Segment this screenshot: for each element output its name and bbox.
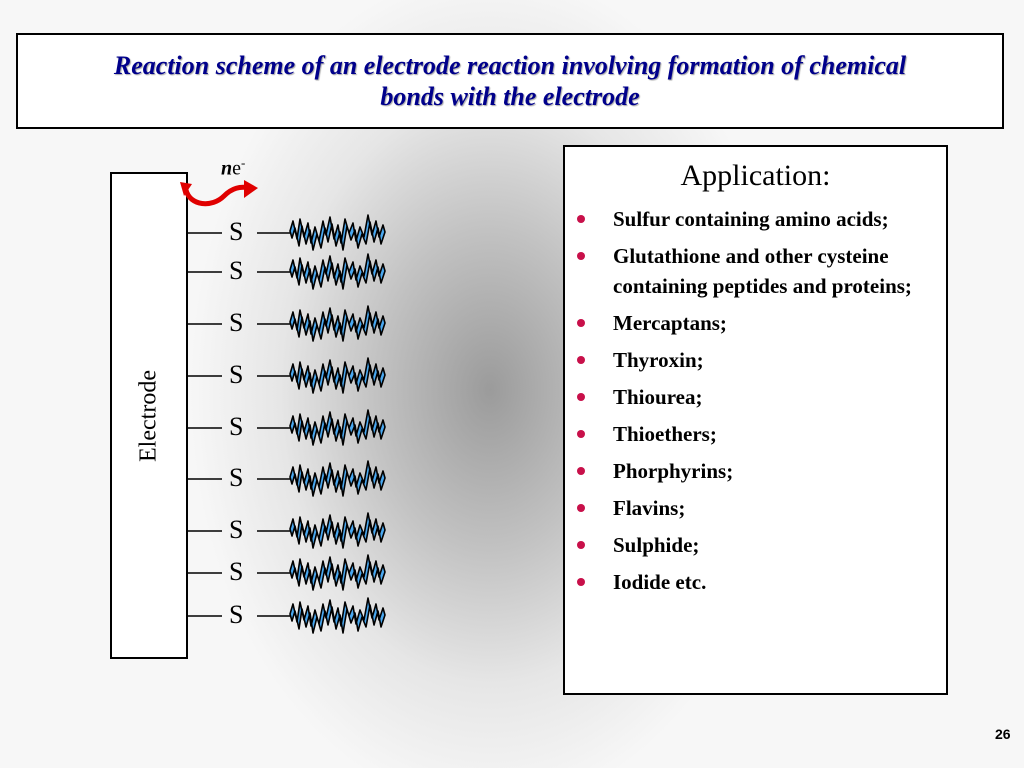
electron-count-symbol: n [221, 157, 233, 180]
application-item: Iodide etc. [565, 567, 946, 597]
application-item-text: Sulfur containing amino acids; [613, 207, 889, 231]
application-item: Thyroxin; [565, 345, 946, 375]
slide-title: Reaction scheme of an electrode reaction… [113, 51, 907, 111]
molecule-chain [289, 597, 386, 634]
application-item: Thiourea; [565, 382, 946, 412]
molecule-chain [289, 305, 386, 342]
sulfur-atom-label: S [229, 463, 244, 492]
title-box: Reaction scheme of an electrode reaction… [16, 33, 1004, 129]
page-number: 26 [995, 726, 1011, 742]
bullet-icon [577, 430, 585, 438]
application-box: Application: Sulfur containing amino aci… [563, 145, 948, 695]
molecule-chain [289, 460, 386, 497]
bullet-icon [577, 541, 585, 549]
molecule-chain [289, 409, 386, 446]
application-item-text: Thyroxin; [613, 348, 704, 372]
application-item: Flavins; [565, 493, 946, 523]
bullet-icon [577, 504, 585, 512]
sulfur-atom-label: S [229, 412, 244, 441]
application-item-text: Phorphyrins; [613, 459, 734, 483]
molecule-chain [289, 512, 386, 549]
bullet-icon [577, 319, 585, 327]
application-item-text: Thioethers; [613, 422, 717, 446]
application-item-text: Mercaptans; [613, 311, 727, 335]
application-list: Sulfur containing amino acids; Glutathion… [565, 204, 946, 604]
sulfur-atom-label: S [229, 217, 244, 246]
electron-transfer-arrow [183, 184, 253, 207]
bullet-icon [577, 356, 585, 364]
application-item: Phorphyrins; [565, 456, 946, 486]
molecule-chain [289, 357, 386, 394]
bullet-icon [577, 215, 585, 223]
molecule-chain [289, 253, 386, 290]
electron-transfer-arrow-tail [180, 182, 192, 196]
sulfur-atom-label: S [229, 256, 244, 285]
molecule-chain [289, 214, 386, 251]
application-item-text: Thiourea; [613, 385, 703, 409]
application-item-text: Flavins; [613, 496, 686, 520]
sulfur-atom-label: S [229, 515, 244, 544]
application-item: Sulfur containing amino acids; [565, 204, 946, 234]
application-title: Application: [680, 159, 831, 192]
bullet-icon [577, 393, 585, 401]
electron-charge: - [241, 155, 246, 170]
application-item: Mercaptans; [565, 308, 946, 338]
electron-transfer-arrowhead [244, 180, 258, 198]
molecule-chain [289, 554, 386, 591]
application-item: Glutathione and other cysteine containin… [565, 241, 946, 301]
sulfur-atom-label: S [229, 600, 244, 629]
application-item-text: Iodide etc. [613, 570, 707, 594]
bond-rows [188, 214, 386, 634]
application-item: Thioethers; [565, 419, 946, 449]
application-item: Sulphide; [565, 530, 946, 560]
sulfur-atom-label: S [229, 557, 244, 586]
sulfur-atom-label: S [229, 308, 244, 337]
electron-symbol: e [232, 157, 242, 180]
electrode: Electrode [110, 172, 188, 659]
bullet-icon [577, 252, 585, 260]
electron-label: ne- [221, 155, 245, 181]
bullet-icon [577, 578, 585, 586]
application-item-text: Glutathione and other cysteine containin… [613, 244, 912, 298]
sulfur-atom-label: S [229, 360, 244, 389]
application-item-text: Sulphide; [613, 533, 700, 557]
bullet-icon [577, 467, 585, 475]
